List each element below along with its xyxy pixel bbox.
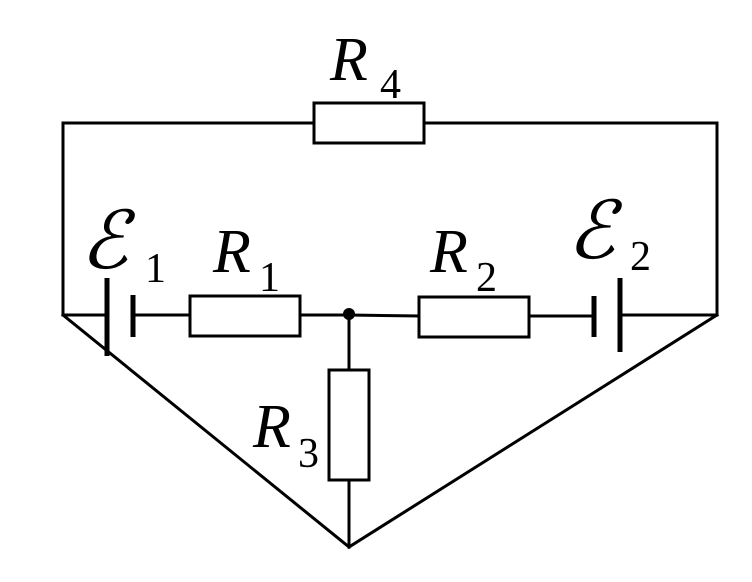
- label-emf2: ℰ: [567, 184, 623, 277]
- label-emf1: ℰ: [80, 194, 136, 287]
- label-emf1-sub: 1: [145, 246, 166, 292]
- label-emf2-sub: 2: [630, 234, 651, 280]
- label-r3: R: [252, 393, 291, 461]
- wire-top-left: [61, 121, 316, 317]
- resistor-r1: [188, 294, 302, 338]
- label-r2: R: [429, 218, 468, 286]
- label-r1-sub: 1: [259, 255, 280, 301]
- wire-diagonal-right: [346, 312, 720, 550]
- wire-top-right: [422, 121, 719, 317]
- resistor-r4: [312, 101, 426, 145]
- label-r3-sub: 3: [298, 431, 319, 477]
- label-r4: R: [329, 26, 368, 94]
- resistor-r2: [417, 295, 531, 339]
- label-r2-sub: 2: [476, 255, 497, 301]
- resistor-r3: [327, 368, 371, 482]
- label-r4-sub: 4: [380, 62, 401, 108]
- label-r1: R: [212, 218, 251, 286]
- wire-junction-to-r2: [347, 313, 421, 318]
- wire-diagonal-left: [60, 312, 352, 550]
